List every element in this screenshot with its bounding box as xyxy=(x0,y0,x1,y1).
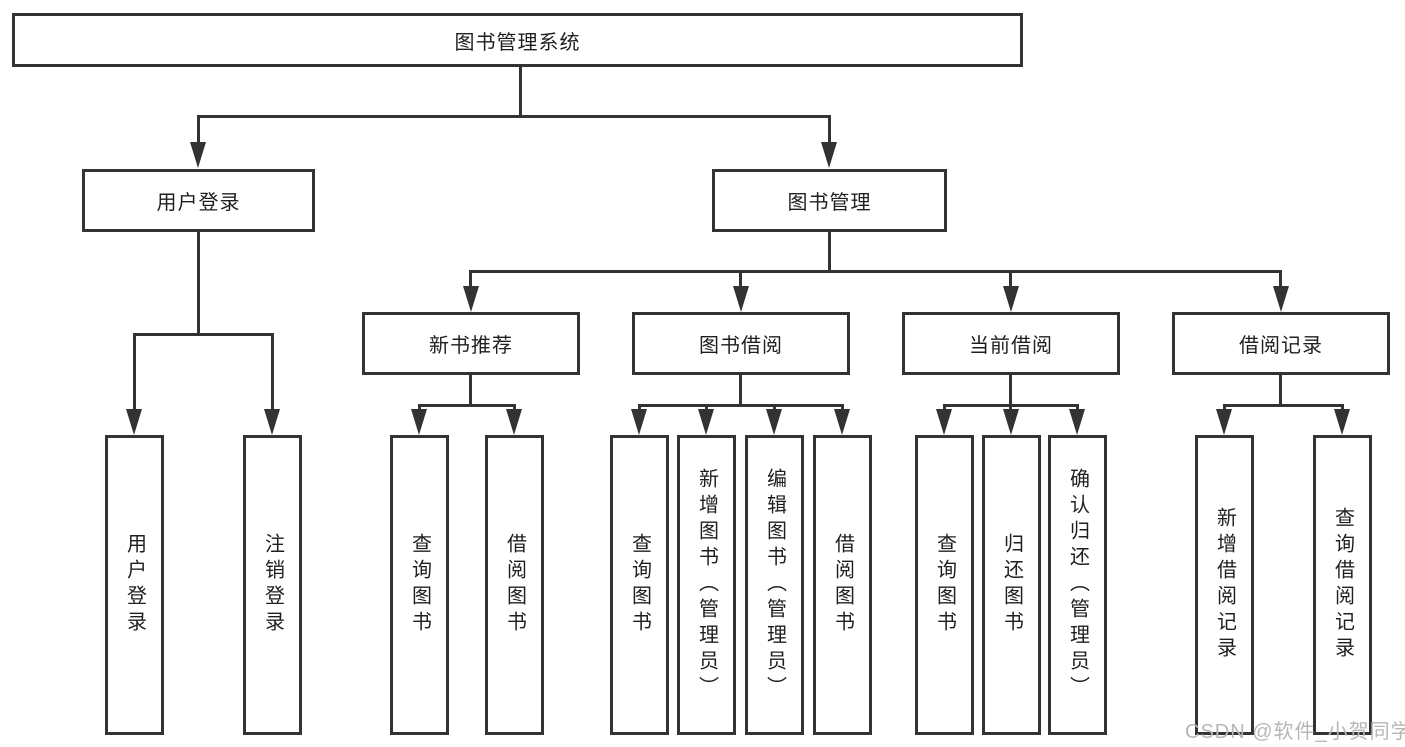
leaf-borrow-book: 借阅图书 xyxy=(813,435,872,735)
node-current-borrow: 当前借阅 xyxy=(902,312,1120,375)
node-root-system: 图书管理系统 xyxy=(12,13,1023,67)
connector-line xyxy=(943,404,946,412)
connector-line xyxy=(1076,404,1079,412)
connector-line xyxy=(418,404,421,412)
node-book-borrow: 图书借阅 xyxy=(632,312,850,375)
connector-line xyxy=(773,404,776,412)
connector-line xyxy=(513,404,516,412)
connector-line xyxy=(469,270,1282,273)
connector-line xyxy=(1279,270,1282,288)
leaf-return-book: 归还图书 xyxy=(982,435,1041,735)
leaf-borrow-book-recommend: 借阅图书 xyxy=(485,435,544,735)
connector-line xyxy=(197,115,200,145)
connector-line xyxy=(1341,404,1344,412)
leaf-query-book-borrow: 查询图书 xyxy=(610,435,669,735)
arrow-down-icon xyxy=(1003,286,1019,312)
connector-line xyxy=(197,115,831,118)
leaf-query-book-recommend: 查询图书 xyxy=(390,435,449,735)
connector-line xyxy=(469,373,472,407)
connector-line xyxy=(828,115,831,145)
leaf-user-login: 用户登录 xyxy=(105,435,164,735)
connector-line xyxy=(1009,404,1012,412)
arrow-down-icon xyxy=(126,409,142,435)
arrow-down-icon xyxy=(631,409,647,435)
connector-line xyxy=(1009,373,1012,407)
connector-line xyxy=(828,231,831,272)
leaf-edit-book-admin: 编辑图书（管理员） xyxy=(745,435,804,735)
arrow-down-icon xyxy=(834,409,850,435)
connector-line xyxy=(418,404,516,407)
arrow-down-icon xyxy=(1273,286,1289,312)
arrow-down-icon xyxy=(821,142,837,168)
arrow-down-icon xyxy=(411,409,427,435)
arrow-down-icon xyxy=(1069,409,1085,435)
connector-line xyxy=(705,404,708,412)
leaf-add-borrow-record: 新增借阅记录 xyxy=(1195,435,1254,735)
csdn-watermark: CSDN @软件_小贺同学 xyxy=(1185,721,1405,743)
connector-line xyxy=(638,404,641,412)
arrow-down-icon xyxy=(766,409,782,435)
connector-line xyxy=(133,333,274,336)
connector-line xyxy=(739,373,742,407)
connector-line xyxy=(638,404,844,407)
connector-line xyxy=(469,270,472,288)
leaf-logout: 注销登录 xyxy=(243,435,302,735)
arrow-down-icon xyxy=(698,409,714,435)
connector-line xyxy=(197,231,200,335)
connector-line xyxy=(841,404,844,412)
leaf-query-borrow-record: 查询借阅记录 xyxy=(1313,435,1372,735)
node-user-login: 用户登录 xyxy=(82,169,315,232)
arrow-down-icon xyxy=(1216,409,1232,435)
connector-line xyxy=(519,66,522,118)
leaf-add-book-admin: 新增图书（管理员） xyxy=(677,435,736,735)
arrow-down-icon xyxy=(463,286,479,312)
arrow-down-icon xyxy=(1003,409,1019,435)
node-book-management: 图书管理 xyxy=(712,169,947,232)
arrow-down-icon xyxy=(733,286,749,312)
connector-line xyxy=(1223,404,1226,412)
connector-line xyxy=(1009,270,1012,288)
connector-line xyxy=(133,333,136,411)
arrow-down-icon xyxy=(1334,409,1350,435)
connector-line xyxy=(739,270,742,288)
arrow-down-icon xyxy=(936,409,952,435)
node-borrow-record: 借阅记录 xyxy=(1172,312,1390,375)
connector-line xyxy=(271,333,274,411)
arrow-down-icon xyxy=(190,142,206,168)
leaf-confirm-return-admin: 确认归还（管理员） xyxy=(1048,435,1107,735)
arrow-down-icon xyxy=(264,409,280,435)
arrow-down-icon xyxy=(506,409,522,435)
connector-line xyxy=(1223,404,1344,407)
connector-line xyxy=(1279,373,1282,407)
node-new-book-recommend: 新书推荐 xyxy=(362,312,580,375)
leaf-query-book-current: 查询图书 xyxy=(915,435,974,735)
